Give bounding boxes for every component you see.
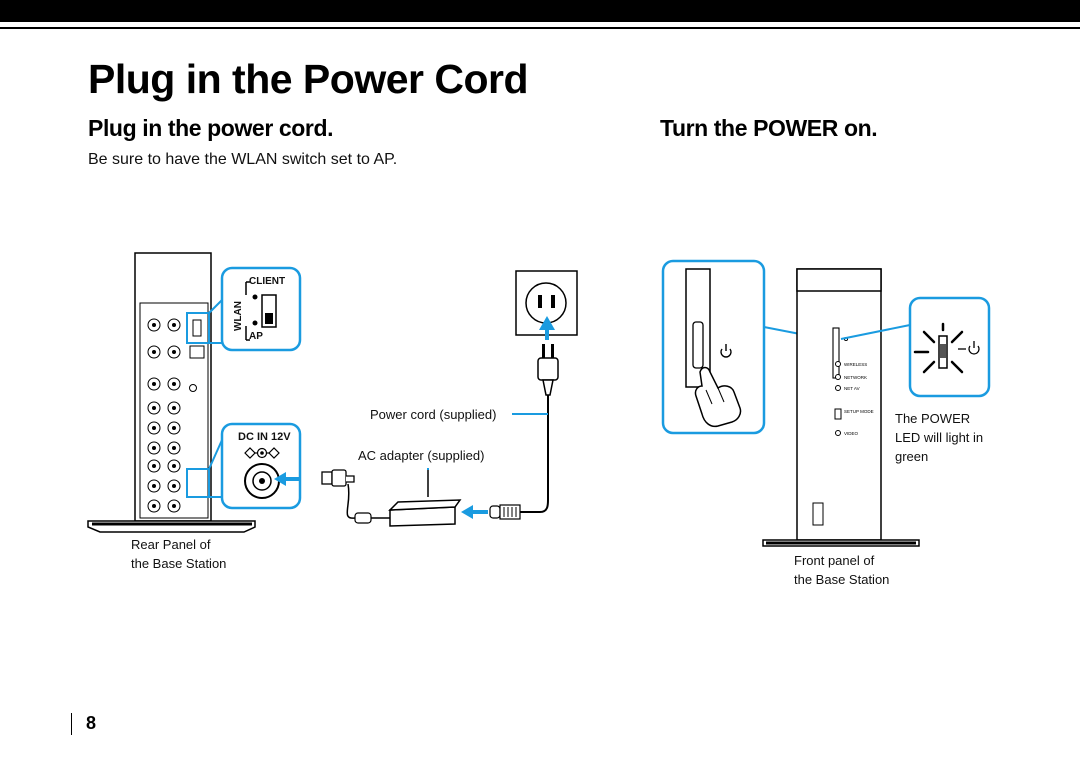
led-glow-icon [913, 322, 964, 374]
rear-panel-caption-line1: Rear Panel of [131, 537, 211, 552]
page-title: Plug in the Power Cord [88, 56, 529, 102]
pointing-hand-icon [694, 366, 742, 428]
section-heading-power-on: Turn the POWER on. [660, 115, 878, 141]
section-heading-plug-in: Plug in the power cord. [88, 115, 334, 141]
ac-adapter [388, 470, 462, 527]
rear-panel-device [87, 252, 256, 533]
dc-plug [321, 469, 355, 487]
led-callout [908, 296, 991, 398]
dc-in-label: DC IN 12V [238, 431, 291, 443]
header-rule [0, 27, 1080, 29]
wlan-label: WLAN [233, 301, 244, 331]
ac-adapter-label: AC adapter (supplied) [358, 448, 485, 463]
wlan-switch-callout [220, 266, 302, 352]
led-note-line1: The POWER [895, 411, 971, 426]
wlan-instruction: Be sure to have the WLAN switch set to A… [88, 151, 398, 168]
led-note-line3: green [895, 449, 929, 464]
front-panel-device: WIRELESS NETWORK NET AV SETUP MODE VIDEO [762, 268, 920, 547]
indicator-wireless: WIRELESS [844, 362, 867, 367]
indicator-net-av: NET AV [844, 386, 860, 391]
power-icon [720, 344, 732, 358]
rear-panel-caption-line2: the Base Station [131, 556, 227, 571]
header-bar [0, 0, 1080, 22]
power-cord-label: Power cord (supplied) [370, 407, 497, 422]
dc-jack-icon [244, 463, 280, 499]
front-panel-caption-line2: the Base Station [794, 572, 890, 587]
indicator-setup-mode: SETUP MODE [844, 409, 874, 414]
wlan-client-label: CLIENT [249, 276, 286, 287]
plug-icon [537, 344, 559, 396]
indicator-video: VIDEO [844, 431, 859, 436]
page-number-divider [71, 713, 72, 735]
page-number: 8 [86, 713, 97, 733]
wlan-ap-label: AP [249, 331, 263, 342]
power-button-callout [661, 259, 766, 435]
led-note-line2: LED will light in [895, 430, 984, 445]
indicator-network: NETWORK [844, 375, 867, 380]
front-panel-caption-line1: Front panel of [794, 553, 875, 568]
